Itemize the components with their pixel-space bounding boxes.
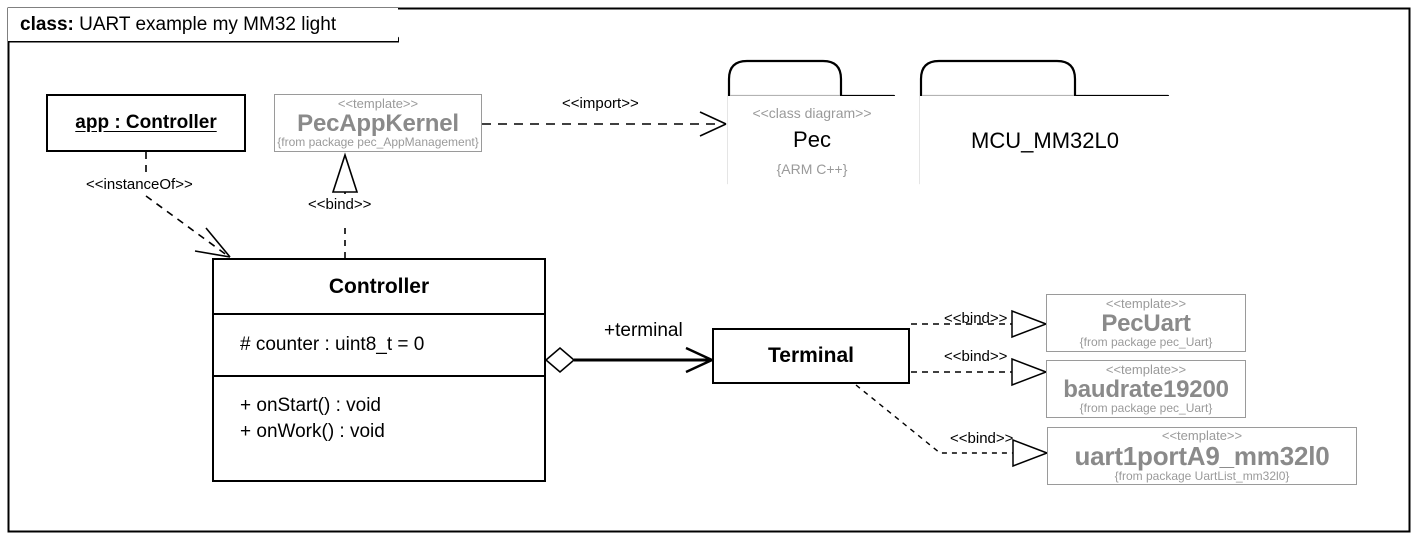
class-operations-compartment: + onStart() : void + onWork() : void bbox=[214, 377, 544, 444]
template-name: PecAppKernel bbox=[297, 109, 459, 137]
package-name: Pec bbox=[793, 127, 831, 152]
template-name: uart1portA9_mm32l0 bbox=[1074, 440, 1330, 471]
object-app-controller[interactable]: app : Controller bbox=[46, 94, 246, 152]
frame-title-text: UART example my MM32 light bbox=[79, 13, 337, 35]
template-pecuart[interactable]: <<template>> PecUart {from package pec_U… bbox=[1046, 294, 1246, 352]
class-attribute: # counter : uint8_t = 0 bbox=[240, 334, 425, 355]
template-pecappkernel[interactable]: <<template>> PecAppKernel {from package … bbox=[274, 94, 482, 152]
edge-association-terminal bbox=[544, 346, 713, 374]
package-property: {ARM C++} bbox=[776, 161, 848, 177]
edge-label-instance-of: <<instanceOf>> bbox=[86, 176, 193, 193]
edge-bind-uart1 bbox=[855, 384, 1050, 468]
edge-instance-of bbox=[145, 152, 231, 258]
template-from-package: {from package pec_Uart} bbox=[1079, 335, 1213, 350]
edge-label-bind-uart1: <<bind>> bbox=[950, 430, 1014, 447]
edge-label-bind-baudrate: <<bind>> bbox=[944, 348, 1008, 365]
template-name: baudrate19200 bbox=[1063, 375, 1229, 403]
package-name: MCU_MM32L0 bbox=[971, 128, 1119, 153]
template-name: PecUart bbox=[1101, 309, 1191, 337]
template-from-package: {from package UartList_mm32l0} bbox=[1114, 469, 1290, 484]
template-from-package: {from package pec_AppManagement} bbox=[277, 135, 479, 150]
class-name: Controller bbox=[328, 274, 430, 298]
template-from-package: {from package pec_Uart} bbox=[1079, 401, 1213, 416]
template-stereotype: <<template>> bbox=[1161, 428, 1243, 444]
template-stereotype: <<template>> bbox=[1105, 362, 1187, 378]
class-name-compartment: Controller bbox=[214, 260, 544, 315]
object-name: app : Controller bbox=[75, 112, 217, 133]
template-uart1porta9-mm32l0[interactable]: <<template>> uart1portA9_mm32l0 {from pa… bbox=[1047, 427, 1357, 485]
class-attributes-compartment: # counter : uint8_t = 0 bbox=[214, 315, 544, 377]
class-operation: + onStart() : void bbox=[240, 395, 381, 416]
class-controller[interactable]: Controller # counter : uint8_t = 0 + onS… bbox=[212, 258, 546, 482]
frame-kind-label: class: bbox=[20, 13, 74, 35]
frame-title-bar: class: UART example my MM32 light bbox=[8, 8, 398, 41]
edge-import bbox=[482, 111, 727, 137]
edge-bind-baudrate bbox=[911, 357, 1049, 387]
class-name: Terminal bbox=[768, 344, 854, 367]
template-baudrate19200[interactable]: <<template>> baudrate19200 {from package… bbox=[1046, 360, 1246, 418]
edge-label-association-role: +terminal bbox=[604, 320, 683, 341]
package-stereotype: <<class diagram>> bbox=[752, 105, 872, 121]
edge-label-bind-pecuart: <<bind>> bbox=[944, 310, 1008, 327]
edge-bind-pecuart bbox=[911, 309, 1049, 339]
edge-bind-kernel bbox=[331, 152, 359, 258]
edge-label-bind-kernel: <<bind>> bbox=[308, 196, 372, 213]
template-stereotype: <<template>> bbox=[1105, 296, 1187, 312]
edge-label-import: <<import>> bbox=[562, 95, 639, 112]
package-pec[interactable]: <<class diagram>> Pec {ARM C++} bbox=[728, 60, 896, 186]
template-stereotype: <<template>> bbox=[337, 96, 419, 112]
package-mcu-mm32l0[interactable]: MCU_MM32L0 bbox=[920, 60, 1170, 186]
class-terminal[interactable]: Terminal bbox=[712, 328, 910, 384]
class-operation: + onWork() : void bbox=[240, 420, 385, 442]
